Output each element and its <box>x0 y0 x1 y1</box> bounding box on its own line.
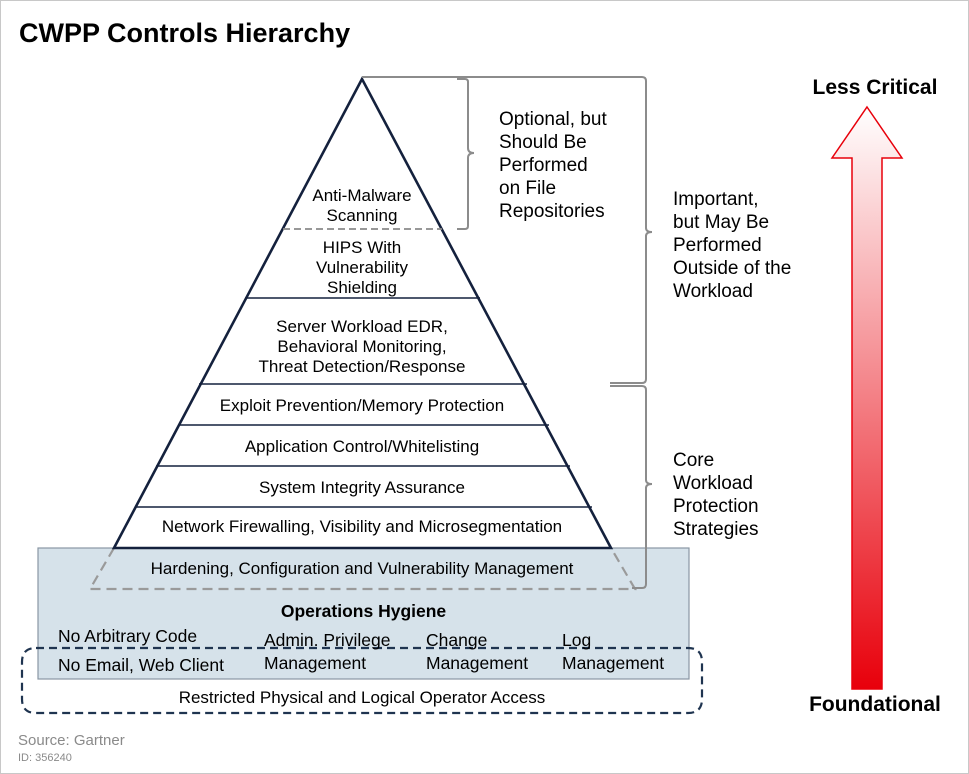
hygiene-admin-privilege: Admin. Privilege Management <box>264 630 391 673</box>
bracket-core-label: Core Workload Protection Strategies <box>673 450 759 540</box>
restricted-access-frame <box>20 646 704 715</box>
hygiene-no-arbitrary-code: No Arbitrary Code <box>58 626 198 646</box>
layer-hardening: Hardening, Configuration and Vulnerabili… <box>150 559 574 578</box>
hygiene-log-management: Log Management <box>562 630 665 673</box>
layer-exploit: Exploit Prevention/Memory Protection <box>219 396 505 415</box>
source-note: Source: Gartner <box>18 732 125 749</box>
restricted-access-label: Restricted Physical and Logical Operator… <box>178 688 546 707</box>
layer-anti-malware: Anti-Malware Scanning <box>312 186 412 225</box>
figure-id: ID: 356240 <box>18 752 72 764</box>
layer-hips: HIPS With Vulnerability Shielding <box>316 238 408 297</box>
bracket-optional <box>457 78 475 230</box>
criticality-arrow <box>830 105 904 690</box>
page-title: CWPP Controls Hierarchy <box>19 18 351 48</box>
layer-edr: Server Workload EDR, Behavioral Monitori… <box>258 317 466 376</box>
layer-network: Network Firewalling, Visibility and Micr… <box>161 517 563 536</box>
axis-foundational: Foundational <box>809 693 941 716</box>
bracket-optional-label: Optional, but Should Be Performed on Fil… <box>499 109 607 222</box>
bracket-important-label: Important, but May Be Performed Outside … <box>673 189 792 302</box>
hygiene-box <box>37 547 690 680</box>
pyramid-outline <box>111 76 614 550</box>
layer-app-control: Application Control/Whitelisting <box>244 437 480 456</box>
hygiene-title: Operations Hygiene <box>280 601 447 621</box>
layer-integrity: System Integrity Assurance <box>259 478 465 497</box>
axis-less-critical: Less Critical <box>812 76 938 99</box>
bracket-important <box>362 76 653 384</box>
bracket-core <box>610 385 653 589</box>
hygiene-no-email-web-client: No Email, Web Client <box>58 655 224 675</box>
hygiene-change-management: Change Management <box>426 630 529 673</box>
hardening-dashed-outline <box>88 547 637 591</box>
